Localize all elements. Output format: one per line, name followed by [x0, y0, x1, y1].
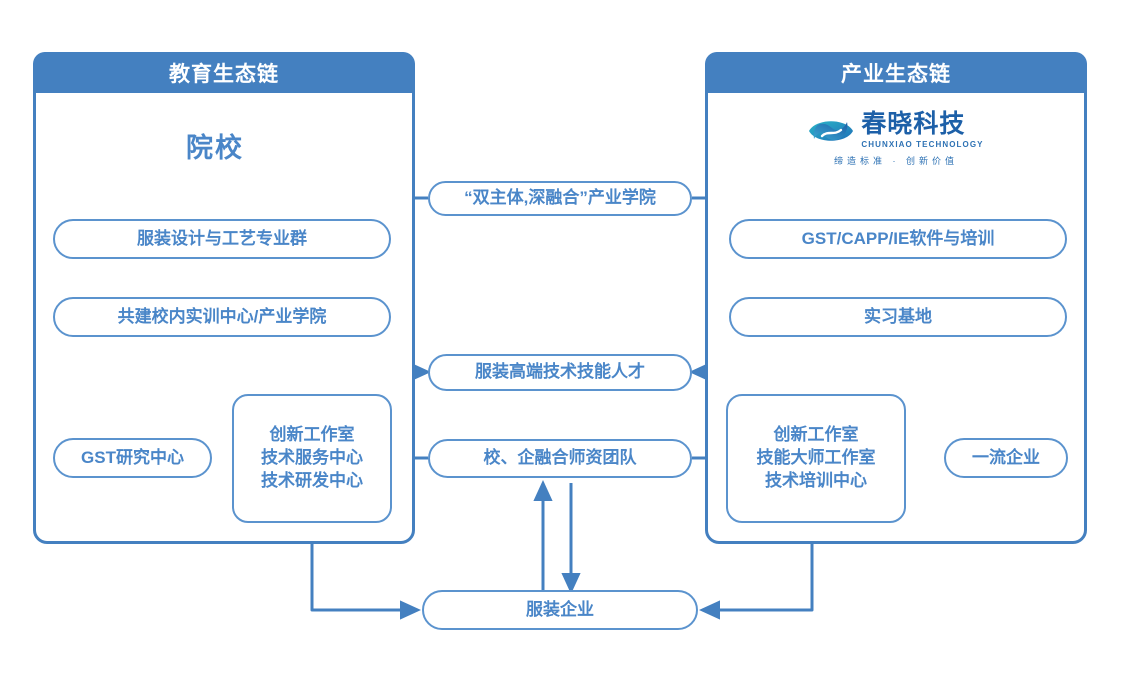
panel-industry-chain-title: 产业生态链 [705, 52, 1087, 93]
left-centers-line-3: 技术研发中心 [261, 470, 363, 490]
node-gst-research-center[interactable]: GST研究中心 [53, 438, 212, 478]
brand-slogan: 缔造标准 · 创新价值 [834, 156, 958, 166]
node-internship-base[interactable]: 实习基地 [729, 297, 1067, 337]
node-industry-college[interactable]: “双主体,深融合”产业学院 [428, 181, 692, 216]
panel-education-chain-title: 教育生态链 [33, 52, 415, 93]
node-apparel-enterprise[interactable]: 服装企业 [422, 590, 698, 630]
brand-name-en: CHUNXIAO TECHNOLOGY [861, 140, 984, 149]
brand-name-cn: 春晓科技 [861, 110, 966, 138]
right-centers-lines: 创新工作室 技能大师工作室 技术培训中心 [757, 424, 876, 493]
node-faculty-team[interactable]: 校、企融合师资团队 [428, 439, 692, 478]
node-gst-capp-ie-software[interactable]: GST/CAPP/IE软件与培训 [729, 219, 1067, 259]
node-right-innovation-centers[interactable]: 创新工作室 技能大师工作室 技术培训中心 [726, 394, 906, 523]
section-title-school: 院校 [186, 133, 244, 163]
left-centers-line-1: 创新工作室 [269, 425, 355, 445]
node-high-end-talent[interactable]: 服装高端技术技能人才 [428, 354, 692, 391]
chunxiao-eye-logo-icon [809, 120, 854, 141]
node-campus-training-center[interactable]: 共建校内实训中心/产业学院 [53, 297, 391, 337]
right-centers-line-3: 技术培训中心 [765, 470, 867, 490]
left-centers-lines: 创新工作室 技术服务中心 技术研发中心 [261, 424, 363, 493]
right-centers-line-1: 创新工作室 [773, 425, 859, 445]
node-left-innovation-centers[interactable]: 创新工作室 技术服务中心 技术研发中心 [232, 394, 392, 523]
right-centers-line-2: 技能大师工作室 [756, 448, 876, 468]
node-apparel-major-group[interactable]: 服装设计与工艺专业群 [53, 219, 391, 259]
left-centers-line-2: 技术服务中心 [261, 448, 363, 468]
node-top-enterprise[interactable]: 一流企业 [944, 438, 1068, 478]
chunxiao-brand-logo: 春晓科技 CHUNXIAO TECHNOLOGY 缔造标准 · 创新价值 [800, 112, 992, 176]
